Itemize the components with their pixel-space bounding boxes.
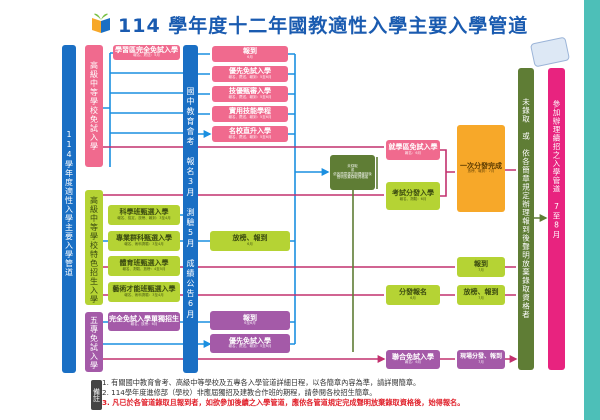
pink-box-direct: 名校直升入學報名、薦送、報到：5至6月 [212, 126, 288, 142]
note-3: 3. 凡已於各管道錄取且報到者，如欲參加後續之入學管道，應依各管道規定完成聲明放… [102, 398, 465, 407]
category-jc-free: 五專免試入學 [85, 312, 103, 372]
unadmitted-bar: 未錄取 或 依各簡章規定辦理報到後聲明放棄錄取資格者 [518, 68, 534, 370]
cap-exam-bar: 國中教育會考 報名3月 測驗5月 成績公告6月 [183, 45, 198, 373]
note-2: 2. 114學年度進修部（學校）非應屆獨招及建教合作班的期程，請參閱各校招生簡章… [102, 388, 377, 397]
center-unadmitted-box: 未錄取或依各簡章規定辦理報到後聲明放棄錄取資格者 [330, 155, 375, 190]
special-box-sports: 體育班甄選入學報名、測驗、放榜：4至5月 [108, 256, 180, 276]
notes: 1. 有關國中教育會考、高級中等學校及五專各入學管道詳細日程，以各簡章內容為準，… [102, 378, 464, 408]
joint-box: 聯合免試入學報名：6月 [386, 350, 440, 369]
logo-icon [90, 10, 112, 34]
category-hs-free: 高級中等學校免試入學 [85, 45, 103, 167]
jc-single-box: 完全免試入學單獨招生報名、放榜：6月 [108, 312, 180, 331]
left-title-bar: 114學年度適性入學主要入學管道 [62, 45, 76, 373]
continued-enrollment-bar: 參加辦理續招之入學管道 7至8月 [548, 68, 565, 370]
district-box: 就學區免試入學報名：6月 [386, 140, 440, 160]
teal-edge-bar [584, 0, 600, 420]
category-hs-special: 高級中等學校特色招生入學 [85, 190, 103, 305]
one-dist-box: 一次分發完成放榜、報到：7月 [457, 125, 505, 212]
xuequ-box: 學習區完全免試入學報名、薦送：5月 [113, 45, 180, 60]
note-1: 1. 有關國中教育會考、高級中等學校及五專各入學管道詳細日程，以各簡章內容為準，… [102, 378, 421, 387]
special-box-vocational: 專業群科甄選入學報名、術科測驗：3至4月 [108, 231, 180, 251]
special-box-science: 科學班甄選入學報名、檢定、放榜、報到：3至4月 [108, 205, 180, 225]
pink-box-priority: 優先免試入學報名、薦送、報到：5至6月 [212, 66, 288, 82]
pink-box-practical: 實用技能學程報名、薦送、報到：5至6月 [212, 106, 288, 122]
notes-label: 備註 [91, 380, 102, 410]
jc-priority-box: 優先免試入學報名、薦送、報到：5至6月 [210, 334, 290, 353]
pink-box-skill: 技優甄審入學報名、薦送、報到：5至6月 [212, 86, 288, 102]
page-title: 114 學年度十二年國教適性入學主要入學管道 [118, 15, 529, 37]
special-box-arts: 藝術才能班甄選入學報名、術科測驗：3至4月 [108, 282, 180, 302]
exam-dist-box: 考試分發入學報名、測驗：6月 [386, 182, 440, 210]
